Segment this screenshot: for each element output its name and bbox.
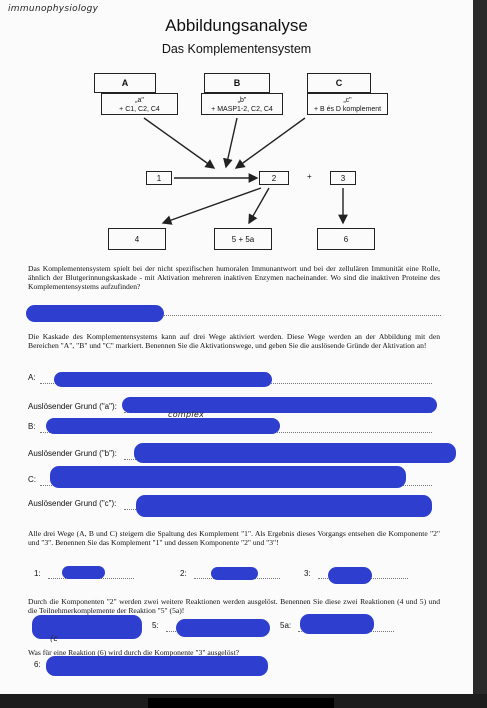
- redaction-mark: [134, 443, 456, 463]
- redaction-mark: [32, 615, 142, 639]
- label-reaction-6: 6:: [34, 660, 41, 669]
- redaction-mark: [176, 619, 270, 637]
- plus-sign: +: [307, 172, 312, 181]
- pathway-c-component-list: + B és D komplement: [313, 106, 382, 113]
- redaction-mark: [122, 397, 437, 413]
- redaction-mark: [328, 567, 372, 584]
- pathway-a-sublabel: „a": [135, 97, 144, 104]
- pathway-box-b: B: [204, 73, 270, 93]
- handwritten-subject-note: immunophysiology: [8, 4, 99, 14]
- handwriting-fragment: complex: [168, 410, 205, 419]
- node-1: 1: [146, 171, 172, 185]
- label-pathway-c: C:: [28, 475, 36, 484]
- label-pathway-a: A:: [28, 373, 36, 382]
- question-3-text: Alle drei Wege (A, B und C) steigern die…: [28, 529, 440, 547]
- arrow-2-to-4: [161, 187, 262, 225]
- label-pathway-b: B:: [28, 422, 36, 431]
- answer-line-1[interactable]: [28, 315, 441, 316]
- arrow-b-to-1: [223, 117, 238, 169]
- redaction-mark: [46, 418, 280, 434]
- node-3: 3: [330, 171, 356, 185]
- pathway-c-components: „c" + B és D komplement: [307, 93, 388, 115]
- node-5: 5 + 5a: [214, 228, 272, 250]
- label-reaction-5a: 5a:: [280, 621, 292, 630]
- pathway-b-component-list: + MASP1-2, C2, C4: [211, 106, 273, 113]
- page-title: Abbildungsanalyse: [165, 16, 308, 35]
- arrow-2-to-5: [248, 187, 270, 225]
- pathway-b-components: „b" + MASP1-2, C2, C4: [201, 93, 283, 115]
- label-component-2: 2:: [180, 569, 187, 578]
- label-reason-b: Auslösender Grund ("b"):: [28, 449, 117, 458]
- redaction-mark: [26, 305, 164, 322]
- handwriting-fragment: (c: [50, 634, 59, 643]
- redaction-mark: [211, 567, 258, 580]
- redaction-mark: [54, 372, 272, 387]
- label-complement-1: 1:: [34, 569, 41, 578]
- redaction-mark: [136, 495, 432, 517]
- question-5-text: Was für eine Reaktion (6) wird durch die…: [28, 648, 239, 657]
- question-2-text: Die Kaskade des Komplementensystems kann…: [28, 332, 440, 350]
- redaction-mark: [50, 466, 406, 488]
- node-6: 6: [317, 228, 375, 250]
- pathway-box-a: A: [94, 73, 156, 93]
- arrow-a-to-1: [143, 117, 216, 169]
- question-4-text: Durch die Komponenten "2" werden zwei we…: [28, 597, 440, 615]
- label-component-3: 3:: [304, 569, 311, 578]
- pathway-a-components: „a" + C1, C2, C4: [101, 93, 178, 115]
- pathway-a-component-list: + C1, C2, C4: [119, 106, 160, 113]
- diagram-arrows: [143, 117, 348, 225]
- viewer-bottom-bar: [0, 694, 487, 708]
- worksheet-page: immunophysiology Abbildungsanalyse Das K…: [0, 0, 473, 694]
- label-reason-a: Auslösender Grund ("a"):: [28, 402, 117, 411]
- label-reaction-5: 5:: [152, 621, 159, 630]
- redaction-mark: [62, 566, 105, 579]
- label-reason-c: Auslösender Grund ("c"):: [28, 499, 117, 508]
- page-subtitle: Das Komplementensystem: [161, 42, 312, 56]
- pathway-box-c: C: [307, 73, 371, 93]
- pathway-c-sublabel: „c": [343, 97, 352, 104]
- node-4: 4: [108, 228, 166, 250]
- redaction-mark: [300, 614, 374, 634]
- arrow-c-to-1: [234, 117, 306, 169]
- question-1-text: Das Komplementensystem spielt bei der ni…: [28, 264, 440, 291]
- node-2: 2: [259, 171, 289, 185]
- home-indicator[interactable]: [148, 698, 334, 708]
- viewer-side-margin: [473, 0, 487, 694]
- redaction-mark: [46, 656, 268, 676]
- pathway-b-sublabel: „b": [237, 97, 247, 104]
